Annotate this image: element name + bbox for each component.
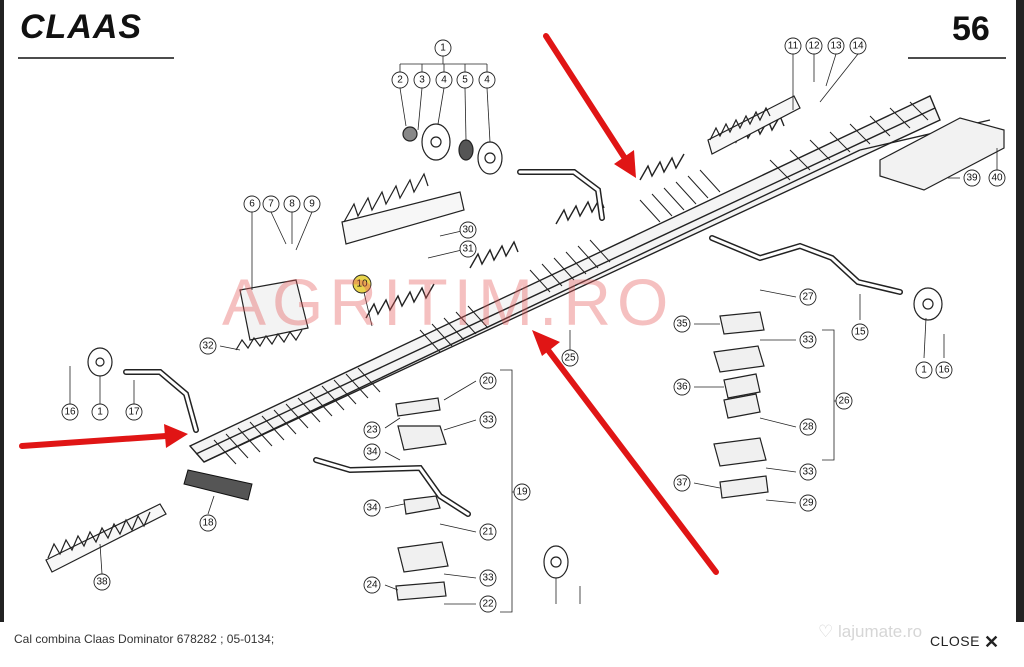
callout-number: 13 <box>830 41 842 52</box>
callout-number: 39 <box>966 173 978 184</box>
leader-lines <box>69 53 998 613</box>
callout-number: 29 <box>802 498 814 509</box>
brand-text: CLAAS <box>20 8 142 46</box>
callout-number: 8 <box>289 199 295 210</box>
callout-number: 40 <box>991 173 1003 184</box>
callout-number: 12 <box>808 41 820 52</box>
callout-number: 34 <box>366 503 378 514</box>
frame-edge-left <box>0 0 4 667</box>
callout-number: 30 <box>462 225 474 236</box>
callout-number: 1 <box>440 43 446 54</box>
callout-number: 35 <box>676 319 688 330</box>
page-number: 56 <box>952 10 990 48</box>
callout-number: 7 <box>268 199 274 210</box>
callout-number: 28 <box>802 422 814 433</box>
callout-number: 4 <box>484 75 490 86</box>
callout-number: 14 <box>852 41 864 52</box>
callout-number: 16 <box>938 365 950 376</box>
brand-logo: CLAAS <box>20 8 142 46</box>
pan-plate-6 <box>235 279 309 351</box>
callout-number: 19 <box>516 487 528 498</box>
frame-edge-right <box>1016 0 1024 667</box>
agritim-watermark: AGRITIM.RO <box>222 265 675 339</box>
callout-number: 16 <box>64 407 76 418</box>
site-watermark-text: lajumate.ro <box>837 622 923 641</box>
close-icon: ✕ <box>983 632 1000 652</box>
callout-number: 1 <box>97 407 103 418</box>
callout-number: 22 <box>482 599 494 610</box>
callout-number: 38 <box>96 577 108 588</box>
callout-number: 36 <box>676 382 688 393</box>
callout-number: 5 <box>462 75 468 86</box>
callout-number: 23 <box>366 425 378 436</box>
bearing-parts <box>87 123 943 579</box>
callout-number: 25 <box>564 353 576 364</box>
callout-number: 33 <box>802 467 814 478</box>
callout-number: 33 <box>482 415 494 426</box>
cutter-strip-11 <box>707 95 801 155</box>
callout-number: 18 <box>202 518 214 529</box>
callout-number: 21 <box>482 527 494 538</box>
cutter-strip-38 <box>45 503 167 573</box>
callout-markers <box>61 37 1006 613</box>
callout-number: 2 <box>397 75 403 86</box>
callout-number: 33 <box>482 573 494 584</box>
callout-number: 6 <box>249 199 255 210</box>
callout-number: 37 <box>676 478 688 489</box>
callout-number: 20 <box>482 376 494 387</box>
crank-shafts <box>123 169 903 517</box>
callout-number: 15 <box>854 327 866 338</box>
callout-number: 27 <box>802 292 814 303</box>
site-watermark-icon: ♡ <box>818 622 834 641</box>
callout-number: 26 <box>838 396 850 407</box>
highlight-arrows <box>19 33 719 575</box>
callout-number: 33 <box>802 335 814 346</box>
image-caption: Cal combina Claas Dominator 678282 ; 05-… <box>14 632 275 646</box>
close-label: CLOSE <box>930 633 980 649</box>
callout-number: 24 <box>366 580 378 591</box>
callout-number: 9 <box>309 199 315 210</box>
close-button[interactable]: CLOSE✕ <box>930 632 1000 653</box>
callout-number: 1 <box>921 365 927 376</box>
callout-number: 34 <box>366 447 378 458</box>
cutter-strip-30 <box>341 172 465 245</box>
caption-bar <box>0 622 1024 667</box>
callout-number: 17 <box>128 407 140 418</box>
grain-pan <box>188 95 991 465</box>
callout-number: 3 <box>419 75 425 86</box>
plate-18 <box>183 469 253 501</box>
callout-number: 11 <box>788 41 799 52</box>
callout-number: 31 <box>462 244 474 255</box>
tray-part <box>879 117 1005 191</box>
callout-number: 32 <box>202 341 214 352</box>
bracket-blocks <box>395 311 769 601</box>
site-watermark: ♡ lajumate.ro <box>818 622 922 642</box>
callout-number: 10 <box>356 279 368 290</box>
callout-number: 4 <box>441 75 447 86</box>
